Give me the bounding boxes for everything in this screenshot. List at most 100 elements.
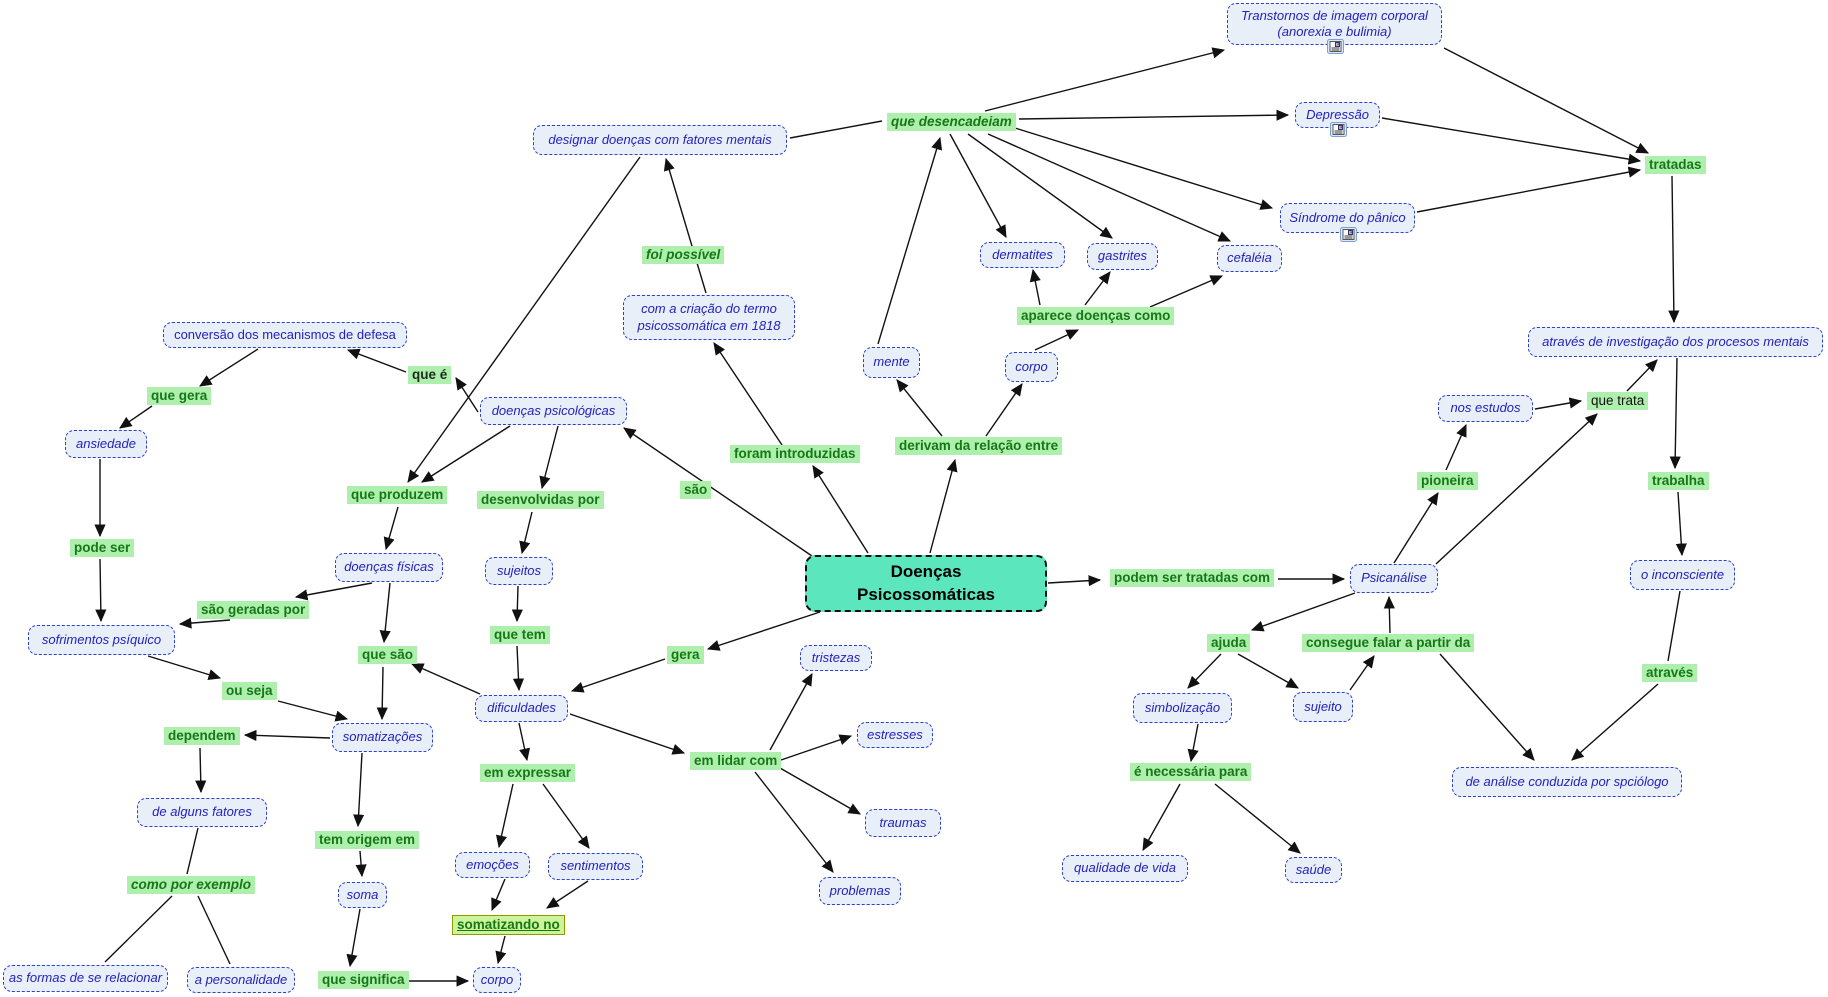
concept-saude[interactable]: saúde <box>1285 857 1342 883</box>
resource-document-icon[interactable] <box>1326 39 1344 54</box>
linking-phrase-e-necessaria-para[interactable]: é necessária para <box>1130 763 1252 782</box>
concept-problemas[interactable]: problemas <box>819 877 901 905</box>
link-line <box>1014 127 1274 210</box>
linking-phrase-que-produzem[interactable]: que produzem <box>347 486 448 505</box>
linking-phrase-foram-introduzidas[interactable]: foram introduzidas <box>730 445 860 464</box>
concept-emocoes[interactable]: emoções <box>455 852 530 878</box>
concept-criacao-termo-1818[interactable]: com a criação do termo psicossomática em… <box>623 295 795 340</box>
concept-traumas[interactable]: traumas <box>865 809 941 837</box>
link-line <box>495 935 507 965</box>
linking-phrase-tem-origem-em[interactable]: tem origem em <box>315 831 420 850</box>
concept-sujeito[interactable]: sujeito <box>1293 692 1353 722</box>
link-line <box>1187 653 1222 689</box>
linking-phrase-em-expressar[interactable]: em expressar <box>480 764 576 783</box>
concept-de-alguns-fatores[interactable]: de alguns fatores <box>137 798 267 827</box>
linking-phrase-tratadas[interactable]: tratadas <box>1645 156 1706 175</box>
concept-ansiedade[interactable]: ansiedade <box>65 430 147 458</box>
linking-phrase-podem-ser-tratadas-com[interactable]: podem ser tratadas com <box>1110 569 1275 588</box>
concept-doencas-psicologicas[interactable]: doenças psicológicas <box>480 397 627 425</box>
link-line <box>1669 357 1681 470</box>
linking-phrase-ajuda[interactable]: ajuda <box>1207 634 1251 653</box>
linking-phrase-desenvolvidas-por[interactable]: desenvolvidas por <box>477 491 604 510</box>
link-line <box>1443 47 1649 154</box>
resource-document-icon[interactable] <box>1339 227 1357 242</box>
linking-phrase-dependem[interactable]: dependem <box>164 727 240 746</box>
link-line <box>812 465 869 554</box>
link-line <box>985 383 1023 437</box>
concept-nos-estudos[interactable]: nos estudos <box>1438 395 1533 422</box>
concept-formas-de-se-relacionar[interactable]: as formas de se relacionar <box>3 965 168 992</box>
resource-document-icon[interactable] <box>1329 122 1347 137</box>
concept-doencas-fisicas[interactable]: doenças físicas <box>335 553 443 582</box>
concept-estresses[interactable]: estresses <box>857 722 933 748</box>
concept-dermatites[interactable]: dermatites <box>980 242 1065 268</box>
link-line <box>519 511 533 555</box>
concept-corpo-inferior[interactable]: corpo <box>473 967 521 993</box>
link-line <box>1381 117 1642 165</box>
link-line <box>346 908 361 968</box>
linking-phrase-aparece-doencas-como[interactable]: aparece doenças como <box>1017 307 1175 326</box>
concept-dificuldades[interactable]: dificuldades <box>475 695 568 722</box>
concept-sofrimentos-psiquico[interactable]: sofrimentos psíquico <box>28 625 175 655</box>
link-line <box>1416 166 1642 213</box>
concept-sentimentos[interactable]: sentimentos <box>548 853 643 880</box>
linking-phrase-sao[interactable]: são <box>680 481 712 500</box>
concept-analise-conduzida[interactable]: de análise conduzida por spciólogo <box>1452 767 1682 797</box>
linking-phrase-ou-seja[interactable]: ou seja <box>222 682 277 701</box>
link-line <box>949 133 1007 238</box>
concept-o-inconsciente[interactable]: o inconsciente <box>1630 560 1735 590</box>
link-line <box>178 617 231 629</box>
link-line <box>769 673 813 751</box>
concept-cefaleia[interactable]: cefaléia <box>1217 245 1282 272</box>
link-line <box>496 783 514 849</box>
concept-simbolizacao[interactable]: simbolização <box>1133 693 1232 723</box>
link-line <box>1435 413 1598 565</box>
concept-conversao-mecanismos-defesa[interactable]: conversão dos mecanismos de defesa <box>163 322 407 348</box>
concept-transtornos-imagem-corporal[interactable]: Transtornos de imagem corporal (anorexia… <box>1227 3 1442 45</box>
linking-phrase-que-sao[interactable]: que são <box>358 646 418 665</box>
concept-qualidade-de-vida[interactable]: qualidade de vida <box>1062 855 1188 882</box>
link-line <box>1250 592 1356 632</box>
concept-sujeitos[interactable]: sujeitos <box>485 557 553 585</box>
linking-phrase-como-por-exemplo[interactable]: como por exemplo <box>127 876 256 895</box>
linking-phrase-que-significa[interactable]: que significa <box>318 971 409 990</box>
concept-designar-doencas[interactable]: designar doenças com fatores mentais <box>533 125 787 155</box>
linking-phrase-somatizando-no[interactable]: somatizando no <box>452 915 565 936</box>
concept-gastrites[interactable]: gastrites <box>1087 243 1158 270</box>
linking-phrase-que-trata[interactable]: que trata <box>1587 392 1649 411</box>
link-line <box>346 348 407 373</box>
linking-phrase-derivam-da-relacao[interactable]: derivam da relação entre <box>895 437 1063 456</box>
concept-mente[interactable]: mente <box>863 347 920 378</box>
link-line <box>199 348 259 387</box>
concept-doencas-psicossomaticas[interactable]: Doenças Psicossomáticas <box>805 555 1047 612</box>
linking-phrase-pode-ser[interactable]: pode ser <box>70 539 135 558</box>
linking-phrase-que-desencadeiam[interactable]: que desencadeiam <box>887 113 1016 132</box>
concept-corpo-superior[interactable]: corpo <box>1005 352 1058 382</box>
linking-phrase-que-e[interactable]: que é <box>408 366 452 385</box>
concept-tristezas[interactable]: tristezas <box>800 645 872 671</box>
link-line <box>1534 397 1583 410</box>
linking-phrase-pioneira[interactable]: pioneira <box>1417 472 1478 491</box>
linking-phrase-trabalha[interactable]: trabalha <box>1648 472 1709 491</box>
link-line <box>546 880 589 909</box>
concept-a-personalidade[interactable]: a personalidade <box>187 967 295 993</box>
linking-phrase-que-tem[interactable]: que tem <box>490 626 550 645</box>
link-line <box>147 655 222 681</box>
link-line <box>379 582 391 644</box>
linking-phrase-em-lidar-com[interactable]: em lidar com <box>690 752 782 771</box>
linking-phrase-foi-possivel[interactable]: foi possível <box>642 246 725 265</box>
concept-psicanalise[interactable]: Psicanálise <box>1350 564 1438 593</box>
linking-phrase-que-gera[interactable]: que gera <box>147 387 212 406</box>
linking-phrase-sao-geradas-por[interactable]: são geradas por <box>197 601 310 620</box>
link-line <box>1349 655 1375 691</box>
linking-phrase-consegue-falar[interactable]: consegue falar a partir da <box>1302 634 1475 653</box>
linking-phrase-gera[interactable]: gera <box>667 646 704 665</box>
concept-soma[interactable]: soma <box>338 882 387 908</box>
link-line <box>1383 595 1395 634</box>
concept-atraves-investigacao[interactable]: através de investigação dos procesos men… <box>1528 327 1823 357</box>
linking-phrase-atraves[interactable]: através <box>1642 664 1698 683</box>
link-line <box>1237 653 1299 689</box>
link-line <box>512 645 525 692</box>
concept-somatizacoes[interactable]: somatizações <box>332 723 433 752</box>
link-line <box>119 405 153 429</box>
